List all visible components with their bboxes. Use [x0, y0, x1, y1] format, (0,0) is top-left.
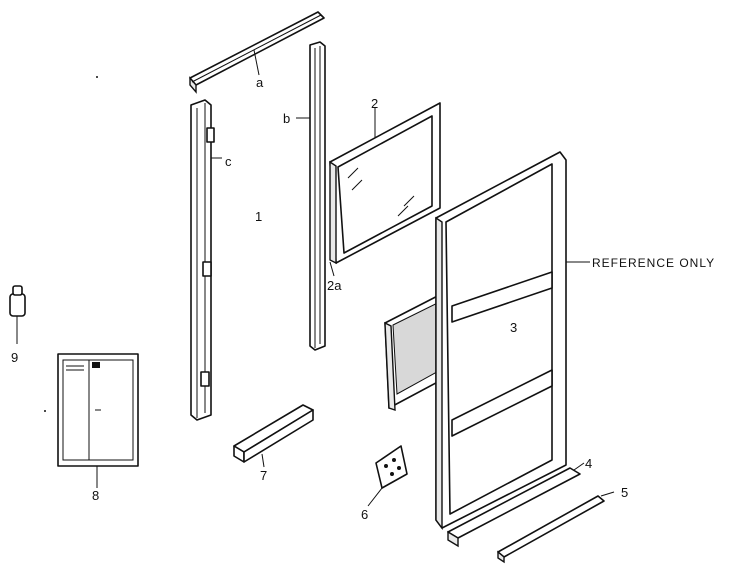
label-5: 5 — [621, 485, 628, 500]
label-3: 3 — [510, 320, 517, 335]
label-8: 8 — [92, 488, 99, 503]
label-7: 7 — [260, 468, 267, 483]
threshold-5 — [497, 495, 605, 564]
touch-up-bottle-9 — [9, 285, 26, 317]
side-jamb-b — [309, 41, 326, 351]
side-jamb-c — [190, 99, 215, 421]
instruction-booklet-8 — [57, 353, 139, 467]
glass-panel-2 — [329, 102, 441, 265]
leader-7 — [261, 453, 265, 468]
door-frame-reference — [435, 151, 567, 531]
bottom-block-7 — [233, 404, 314, 463]
label-1: 1 — [255, 209, 262, 224]
label-2a: 2a — [327, 278, 342, 293]
label-2: 2 — [371, 96, 378, 111]
label-a: a — [256, 75, 264, 90]
leader-2a — [329, 261, 335, 277]
top-rail-a — [189, 11, 325, 94]
leader-5 — [600, 491, 615, 497]
label-b: b — [283, 111, 290, 126]
reference-only-label: REFERENCE ONLY — [592, 256, 715, 270]
leader-6 — [367, 487, 383, 507]
label-9: 9 — [11, 350, 18, 365]
bottom-sweep-4 — [447, 467, 581, 548]
label-6: 6 — [361, 507, 368, 522]
leader-4 — [573, 462, 585, 471]
label-4: 4 — [585, 456, 592, 471]
hardware-card-6 — [375, 445, 408, 489]
leader-a — [253, 49, 260, 76]
label-c: c — [225, 154, 232, 169]
